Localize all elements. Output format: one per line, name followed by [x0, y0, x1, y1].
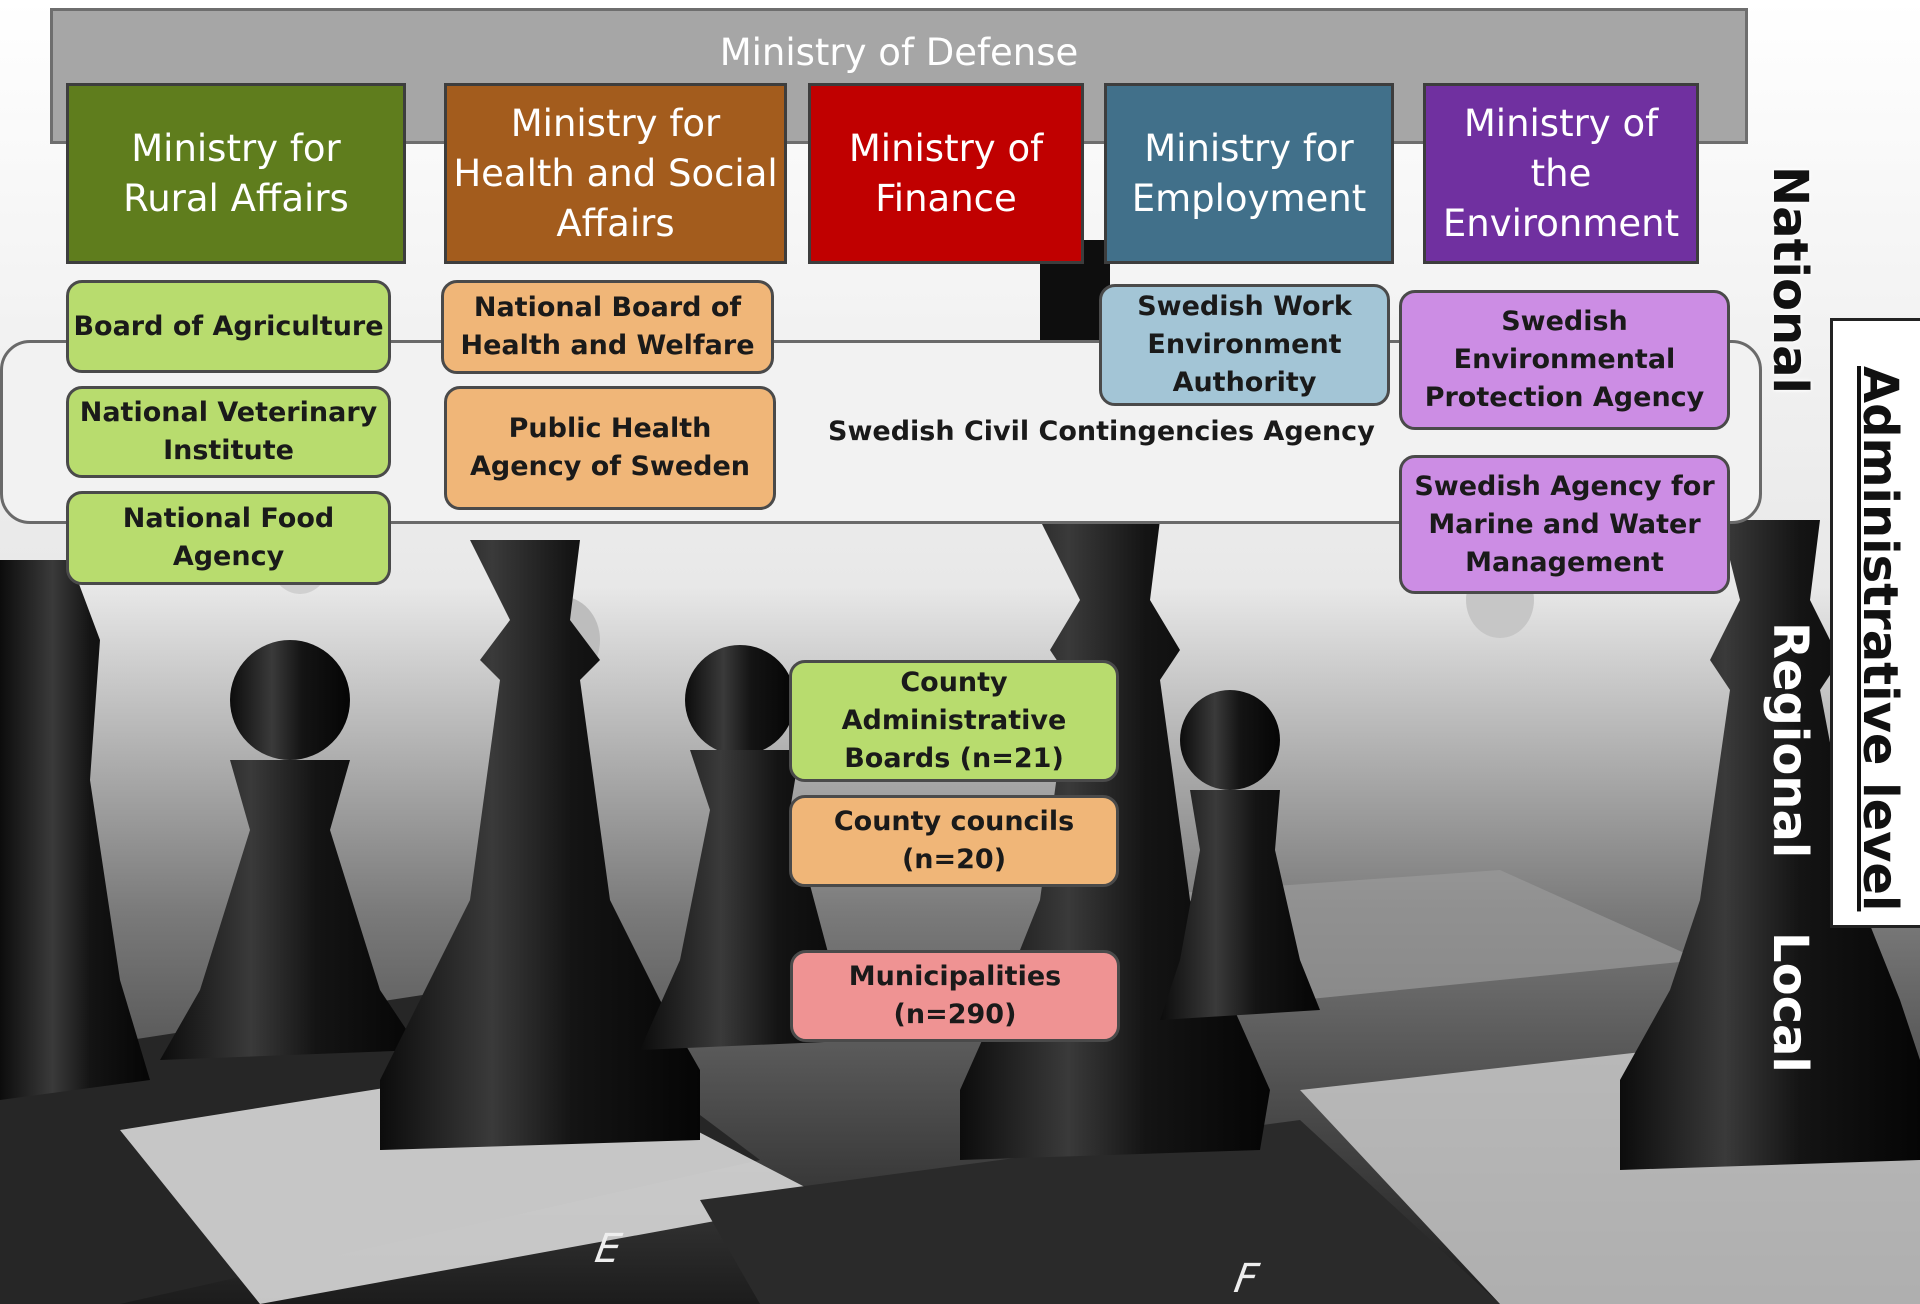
national-veterinary-institute-box: National Veterinary Institute: [66, 386, 391, 478]
administrative-level-title: Administrative level: [1852, 366, 1908, 912]
national-food-agency-box: National Food Agency: [66, 491, 391, 585]
ministry-rural-affairs: Ministry for Rural Affairs: [66, 83, 406, 264]
county-administrative-boards-box: County Administrative Boards (n=21): [789, 660, 1119, 782]
swedish-work-environment-authority-box: Swedish Work Environment Authority: [1099, 284, 1390, 406]
ministry-finance: Ministry of Finance: [808, 83, 1084, 264]
swedish-environmental-protection-agency-box: Swedish Environmental Protection Agency: [1399, 290, 1730, 430]
level-label-local: Local: [1762, 932, 1818, 1073]
ministry-health-social-affairs: Ministry for Health and Social Affairs: [444, 83, 787, 264]
swedish-agency-marine-water-box: Swedish Agency for Marine and Water Mana…: [1399, 455, 1730, 594]
ministry-employment: Ministry for Employment: [1104, 83, 1394, 264]
ministry-environment: Ministry of the Environment: [1423, 83, 1699, 264]
level-label-regional: Regional: [1762, 622, 1818, 859]
public-health-agency-box: Public Health Agency of Sweden: [444, 386, 776, 510]
level-label-national: National: [1762, 166, 1818, 394]
county-councils-box: County councils (n=20): [789, 795, 1119, 887]
civil-contingencies-label: Swedish Civil Contingencies Agency: [828, 416, 1375, 447]
board-of-agriculture-box: Board of Agriculture: [66, 280, 391, 373]
administrative-level-frame: [1830, 318, 1920, 928]
municipalities-box: Municipalities (n=290): [790, 950, 1120, 1042]
national-board-health-welfare-box: National Board of Health and Welfare: [441, 280, 774, 374]
